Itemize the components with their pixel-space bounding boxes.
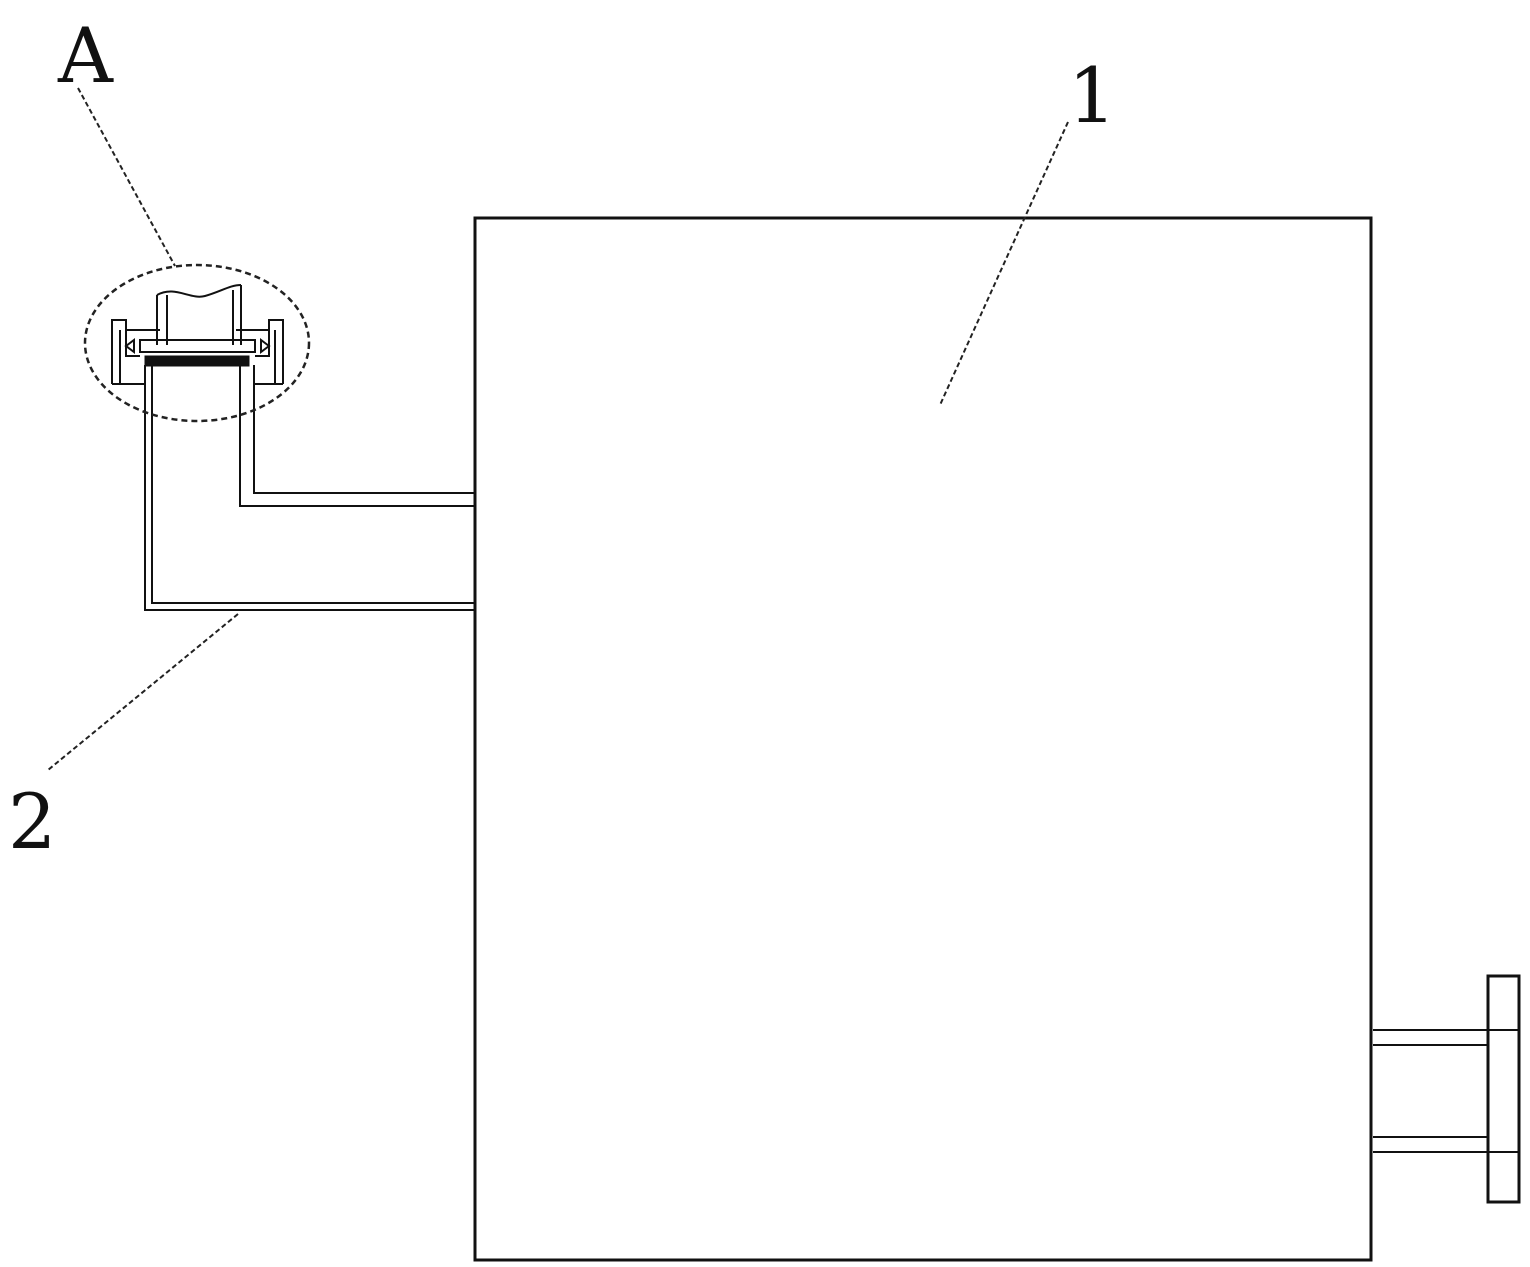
label-detail-a: A	[57, 11, 114, 100]
outlet-flange	[1486, 974, 1521, 1204]
connector-assembly	[111, 284, 284, 385]
detail-circle	[83, 263, 311, 423]
label-tank: 1	[1068, 51, 1116, 140]
leader-line-1	[939, 121, 1069, 406]
leader-line-a	[77, 87, 176, 267]
tank-body	[473, 216, 1373, 1262]
leader-line-2	[47, 613, 239, 771]
label-pipe: 2	[8, 777, 56, 866]
l-pipe	[144, 365, 475, 611]
outlet-pipe	[1373, 974, 1521, 1204]
